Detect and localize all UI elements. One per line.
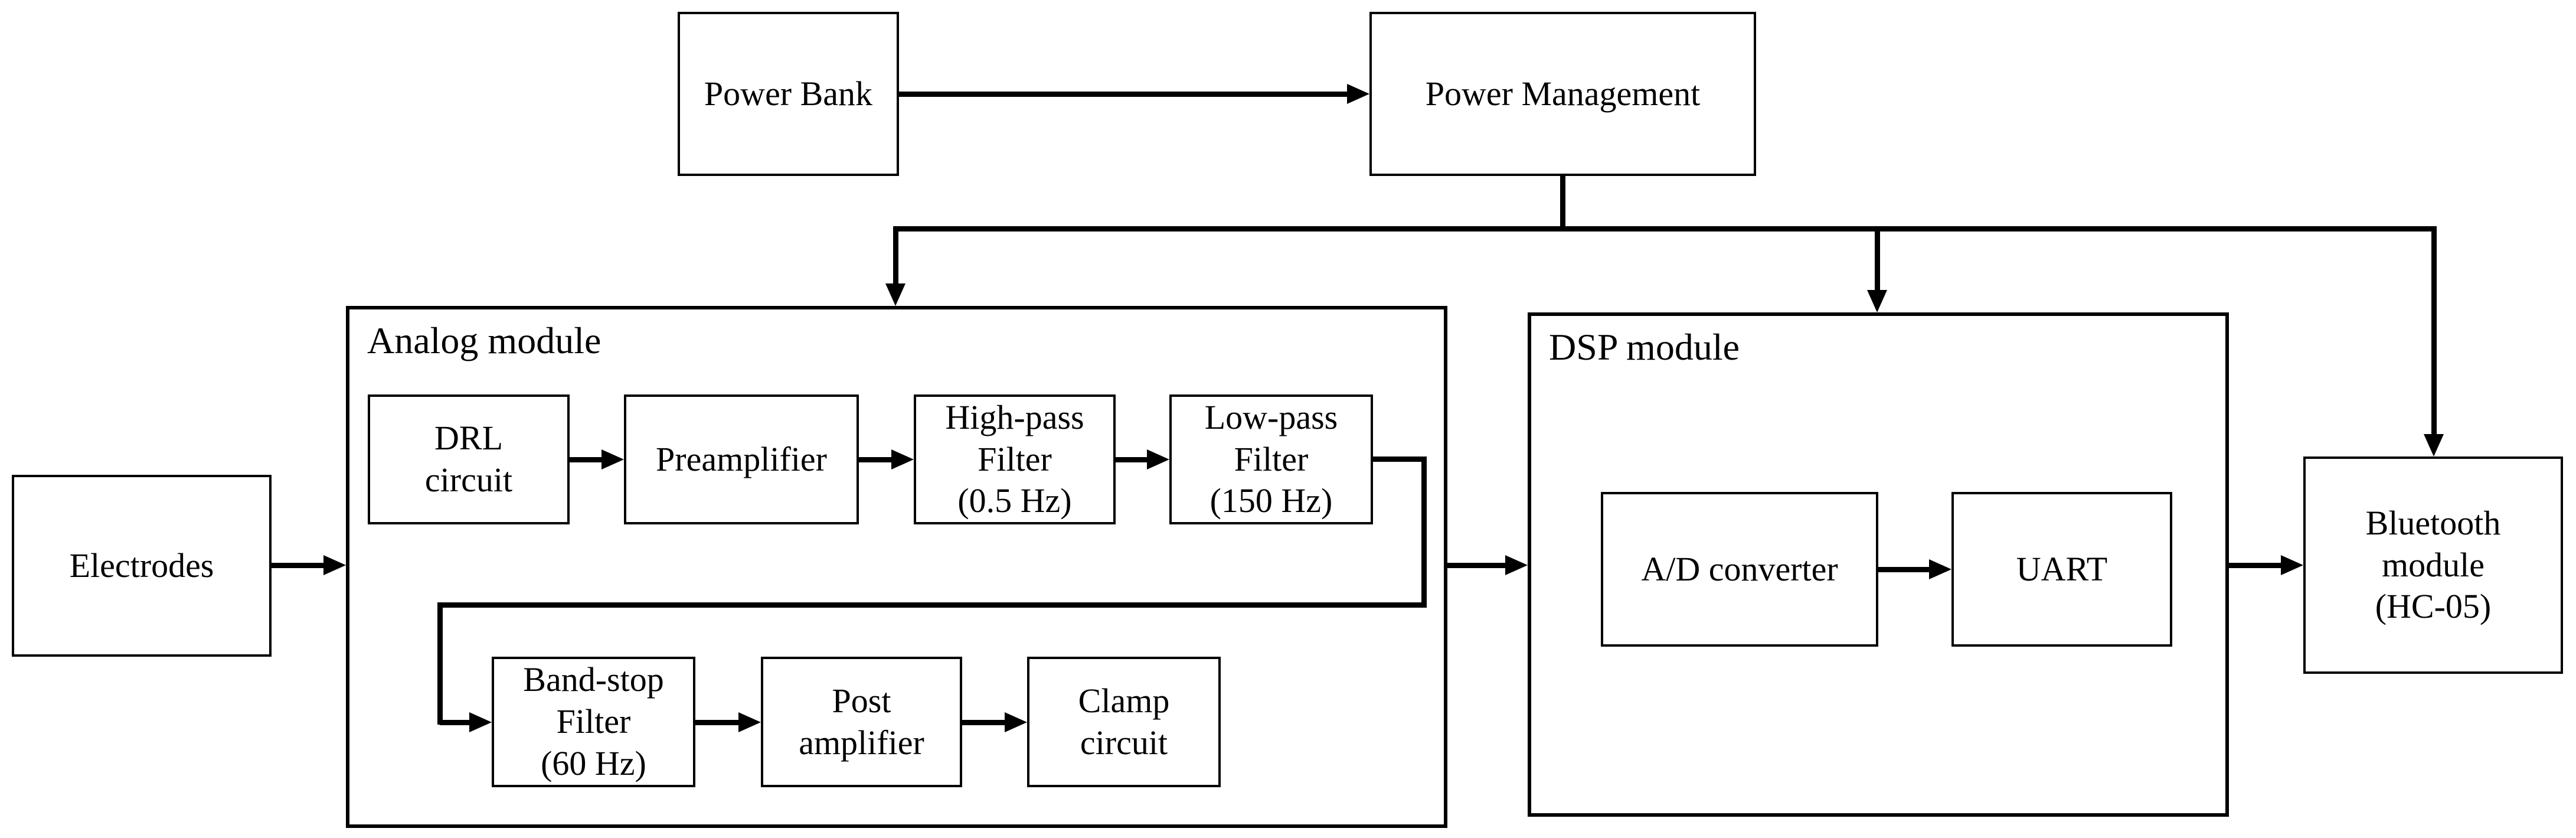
- edge-dsp-bluetooth-line: [2229, 563, 2282, 568]
- dsp-module-label: DSP module: [1549, 326, 1740, 368]
- edge-lowpass-bandstop-segment5: [440, 720, 470, 725]
- arrow-right-icon: [469, 712, 492, 732]
- bluetooth-module-label: Bluetooth module (HC-05): [2365, 503, 2501, 626]
- edge-adc-uart-line: [1878, 567, 1930, 572]
- edge-bandstop-postamplifier-line: [695, 720, 740, 725]
- post-amplifier-label: Post amplifier: [799, 681, 924, 762]
- band-stop-filter-label: Band-stop Filter (60 Hz): [523, 660, 664, 782]
- power-management-label: Power Management: [1425, 74, 1701, 113]
- drl-circuit-box: DRL circuit: [368, 394, 570, 524]
- power-bank-box: Power Bank: [678, 12, 899, 176]
- arrow-down-icon: [885, 283, 905, 306]
- edge-powerbank-powermanagement-line: [899, 92, 1348, 97]
- edge-power-analog-line: [893, 226, 898, 285]
- drl-circuit-label: DRL circuit: [424, 419, 513, 499]
- edge-postamplifier-clamp-line: [962, 720, 1006, 725]
- ad-converter-box: A/D converter: [1601, 492, 1878, 647]
- edge-lowpass-bandstop-segment4: [437, 602, 443, 725]
- arrow-right-icon: [1929, 559, 1951, 579]
- arrow-right-icon: [1347, 84, 1369, 104]
- bluetooth-module-box: Bluetooth module (HC-05): [2303, 457, 2563, 674]
- arrow-right-icon: [1505, 555, 1528, 575]
- arrow-right-icon: [1005, 712, 1027, 732]
- edge-drl-preamplifier-line: [570, 457, 603, 462]
- power-management-box: Power Management: [1369, 12, 1756, 176]
- high-pass-filter-label: High-pass Filter (0.5 Hz): [945, 397, 1084, 520]
- arrow-right-icon: [1147, 449, 1169, 469]
- edge-electrodes-analog-line: [272, 563, 325, 568]
- arrow-right-icon: [323, 555, 346, 575]
- edge-power-dsp-line: [1875, 226, 1880, 291]
- preamplifier-box: Preamplifier: [624, 394, 859, 524]
- arrow-down-icon: [1867, 290, 1887, 312]
- high-pass-filter-box: High-pass Filter (0.5 Hz): [914, 394, 1116, 524]
- low-pass-filter-label: Low-pass Filter (150 Hz): [1204, 397, 1338, 520]
- edge-analog-dsp-line: [1447, 563, 1506, 568]
- arrow-down-icon: [2424, 434, 2444, 457]
- band-stop-filter-box: Band-stop Filter (60 Hz): [492, 657, 695, 787]
- low-pass-filter-box: Low-pass Filter (150 Hz): [1169, 394, 1373, 524]
- power-distribution-rail-line: [893, 226, 2436, 231]
- preamplifier-label: Preamplifier: [656, 439, 827, 478]
- electrodes-label: Electrodes: [69, 546, 214, 585]
- edge-preamplifier-highpass-line: [859, 457, 893, 462]
- arrow-right-icon: [891, 449, 914, 469]
- edge-highpass-lowpass-line: [1116, 457, 1148, 462]
- uart-label: UART: [2016, 549, 2108, 588]
- arrow-right-icon: [601, 449, 624, 469]
- arrow-right-icon: [2281, 555, 2303, 575]
- analog-module-container: Analog module: [346, 306, 1447, 828]
- uart-box: UART: [1951, 492, 2172, 647]
- edge-lowpass-bandstop-segment2: [1421, 457, 1427, 608]
- analog-module-label: Analog module: [367, 319, 601, 361]
- edge-lowpass-bandstop-segment3: [437, 602, 1427, 608]
- electrodes-box: Electrodes: [12, 475, 272, 657]
- edge-power-bluetooth-line: [2431, 226, 2437, 435]
- clamp-circuit-label: Clamp circuit: [1078, 681, 1170, 762]
- ad-converter-label: A/D converter: [1641, 549, 1838, 588]
- edge-lowpass-bandstop-segment1: [1373, 457, 1427, 462]
- edge-powermanagement-drop-line: [1560, 176, 1565, 231]
- post-amplifier-box: Post amplifier: [761, 657, 962, 787]
- power-bank-label: Power Bank: [704, 74, 873, 113]
- clamp-circuit-box: Clamp circuit: [1027, 657, 1221, 787]
- dsp-module-container: DSP module: [1528, 312, 2229, 817]
- arrow-right-icon: [738, 712, 761, 732]
